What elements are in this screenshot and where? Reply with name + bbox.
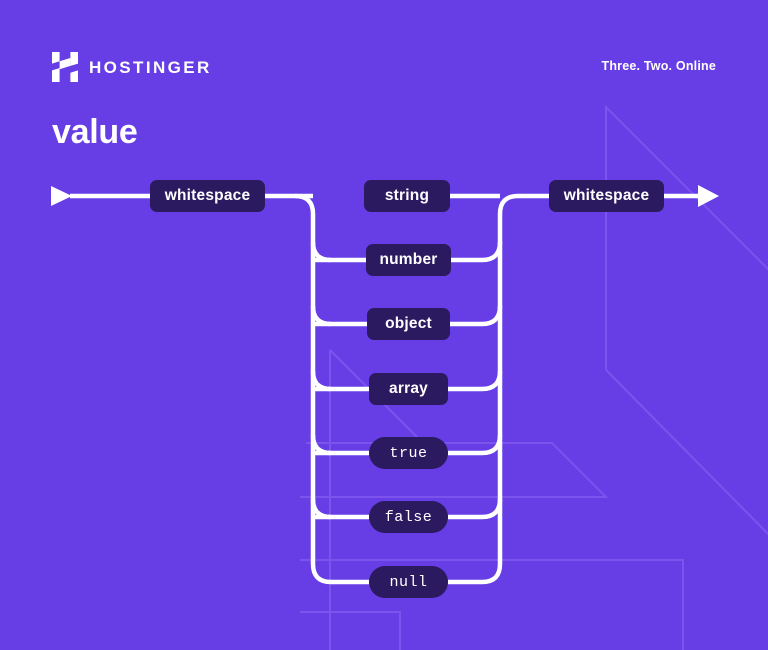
node-whitespace-prefix[interactable]: whitespace xyxy=(150,180,265,212)
node-string[interactable]: string xyxy=(364,180,450,212)
node-label: whitespace xyxy=(563,187,650,204)
brand-tagline: Three. Two. Online xyxy=(601,59,716,73)
node-label: number xyxy=(379,251,438,268)
node-false[interactable]: false xyxy=(369,501,448,533)
line-false-out xyxy=(448,498,503,520)
node-label: object xyxy=(385,315,432,332)
elbow-left-array xyxy=(310,370,332,392)
line-array-out xyxy=(448,370,503,392)
elbow-left-true xyxy=(310,434,332,456)
node-null[interactable]: null xyxy=(369,566,448,598)
node-label: array xyxy=(389,380,428,397)
node-label: whitespace xyxy=(164,187,251,204)
brand-name: HOSTINGER xyxy=(89,57,212,77)
elbow-left-false xyxy=(310,498,332,520)
node-true[interactable]: true xyxy=(369,437,448,469)
line-true-out xyxy=(448,434,503,456)
node-array[interactable]: array xyxy=(369,373,448,405)
line-object-out xyxy=(450,305,503,327)
line-right-trunk xyxy=(497,193,549,564)
start-arrow-triangle xyxy=(51,186,72,206)
elbow-left-object xyxy=(310,305,332,327)
node-number[interactable]: number xyxy=(366,244,451,276)
brand-logo[interactable]: HOSTINGER xyxy=(52,52,212,82)
header: HOSTINGER Three. Two. Online xyxy=(0,0,768,110)
line-null-out xyxy=(448,563,503,585)
node-label: string xyxy=(384,187,430,204)
node-object[interactable]: object xyxy=(367,308,450,340)
hostinger-logo-icon xyxy=(52,52,78,82)
line-number-out xyxy=(451,241,503,263)
node-label: false xyxy=(384,508,433,526)
node-label: null xyxy=(389,573,428,591)
end-arrow-triangle xyxy=(698,185,719,207)
node-whitespace-suffix[interactable]: whitespace xyxy=(549,180,664,212)
page-title: value xyxy=(52,113,138,151)
node-label: true xyxy=(389,444,428,462)
elbow-left-number xyxy=(310,241,332,263)
